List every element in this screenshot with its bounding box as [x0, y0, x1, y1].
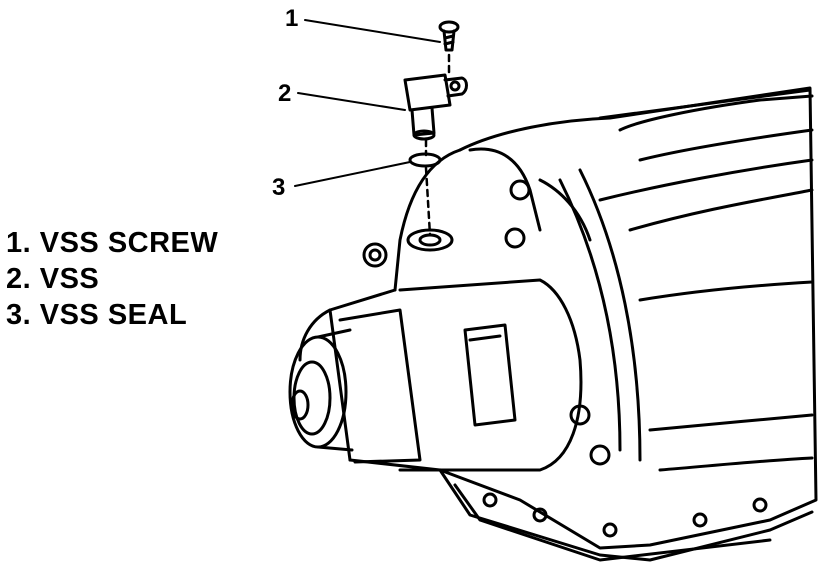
leader-line-1 — [304, 19, 441, 43]
leader-line-3 — [294, 161, 411, 187]
vss-screw-part — [438, 20, 460, 52]
legend-item: 3. VSS SEAL — [6, 299, 188, 331]
extension-housing — [298, 147, 611, 472]
vss-part — [403, 73, 468, 141]
vss-seal-part — [408, 152, 442, 168]
callout-number: 3 — [272, 174, 285, 201]
callout-number: 1 — [285, 5, 298, 32]
output-shaft — [288, 328, 354, 452]
assembly-axis — [424, 53, 451, 237]
parts-legend: 1. VSS SCREW 2. VSS 3. VSS SEAL — [6, 225, 218, 333]
leader-line-2 — [297, 92, 406, 111]
callout-number: 2 — [278, 80, 291, 107]
legend-item: 1. VSS SCREW — [6, 227, 219, 259]
transmission-case — [438, 86, 818, 562]
legend-item: 2. VSS — [6, 263, 100, 295]
